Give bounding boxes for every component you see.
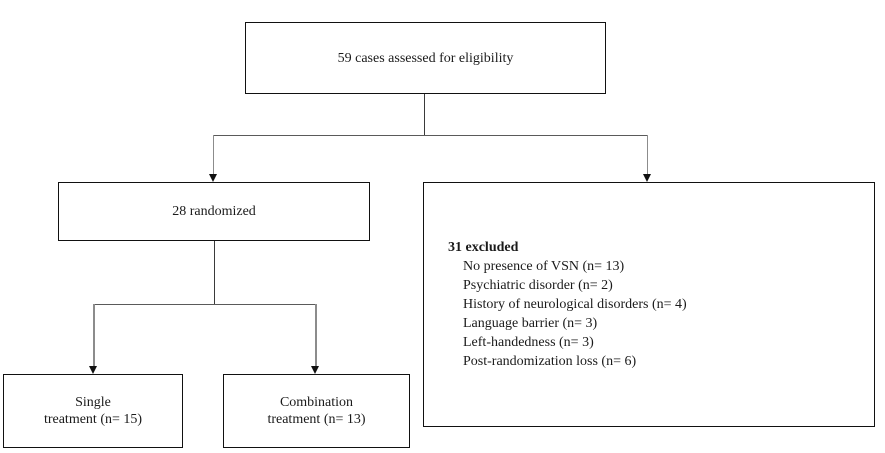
excluded-box-content: 31 excluded No presence of VSN (n= 13) P… xyxy=(424,238,695,371)
single-treatment-line2: treatment (n= 15) xyxy=(43,412,143,427)
arrow-shaft-excluded xyxy=(646,135,649,174)
eligibility-box-label: 59 cases assessed for eligibility xyxy=(337,50,514,66)
connector-randomized-trunk xyxy=(213,241,215,304)
arrow-head-excluded xyxy=(642,174,651,182)
combination-treatment-line2: treatment (n= 13) xyxy=(267,412,366,427)
arrow-head-randomized xyxy=(208,174,217,182)
excluded-reason-item: No presence of VSN (n= 13) xyxy=(463,259,625,274)
randomized-box-label: 28 randomized xyxy=(172,204,256,219)
arrow-head-single xyxy=(89,366,97,374)
arrow-shaft-combination xyxy=(315,304,317,366)
connector-top-branch xyxy=(212,135,648,137)
single-treatment-box: Single treatment (n= 15) xyxy=(3,374,183,448)
combination-treatment-box: Combination treatment (n= 13) xyxy=(223,374,410,448)
eligibility-box: 59 cases assessed for eligibility xyxy=(245,22,606,94)
arrow-shaft-randomized xyxy=(212,135,215,174)
single-treatment-line1: Single xyxy=(75,395,111,410)
excluded-box: 31 excluded No presence of VSN (n= 13) P… xyxy=(423,182,875,427)
excluded-reason-item: Left-handedness (n= 3) xyxy=(463,335,594,350)
connector-treatment-branch xyxy=(93,304,316,306)
combination-treatment-line1: Combination xyxy=(279,395,354,410)
randomized-box: 28 randomized xyxy=(58,182,370,241)
connector-top-trunk xyxy=(424,94,426,135)
excluded-reason-item: Psychiatric disorder (n= 2) xyxy=(463,278,613,293)
arrow-head-combination xyxy=(311,366,319,374)
excluded-reason-item: History of neurological disorders (n= 4) xyxy=(463,297,687,312)
excluded-reason-item: Post-randomization loss (n= 6) xyxy=(463,354,637,369)
excluded-reason-item: Language barrier (n= 3) xyxy=(463,316,598,331)
arrow-shaft-single xyxy=(93,304,95,366)
excluded-box-title: 31 excluded xyxy=(448,240,519,255)
